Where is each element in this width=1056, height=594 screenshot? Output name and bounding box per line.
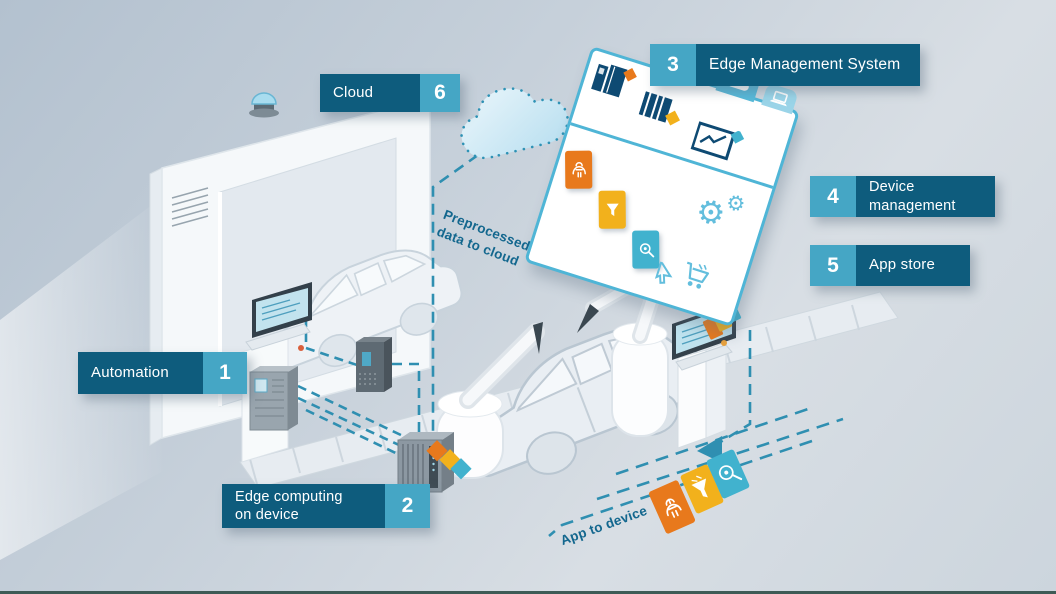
filter-app-icon (680, 464, 724, 514)
edge-device (397, 432, 472, 493)
cloud-shape (460, 87, 569, 160)
hmi-device-icon (586, 58, 640, 114)
callout-app-store: 5 App store (810, 245, 970, 286)
vision-app-icon (706, 449, 750, 499)
server-stack-icon (635, 87, 691, 140)
callout-edge-management-label: Edge Management System (696, 44, 920, 86)
analytics-chart-icon (687, 119, 750, 176)
beacon-icon (249, 92, 279, 118)
callout-app-store-label: App store (856, 245, 970, 286)
wall-vent-lines (171, 187, 209, 227)
line-hmi-to-edge (304, 318, 361, 368)
ai-brain-app-icon (648, 480, 696, 534)
flying-app-tiles (648, 449, 750, 534)
laptop-tab-icon (761, 82, 799, 115)
callout-edge-management-number: 3 (650, 44, 696, 86)
ai-brain-app-icon (565, 150, 593, 189)
callout-edge-computing-number: 2 (385, 484, 430, 528)
callout-cloud: Cloud 6 (320, 74, 460, 112)
callout-device-management-line2: management (869, 197, 956, 214)
callout-edge-computing-label: Edge computing on device (222, 484, 385, 528)
callout-device-management-number: 4 (810, 176, 856, 217)
callout-edge-computing-line2: on device (235, 507, 299, 523)
line-panel-to-kiosk (713, 330, 752, 448)
callout-app-store-text: App store (869, 256, 936, 274)
vision-app-icon (632, 230, 660, 269)
footer-bar (0, 591, 1056, 594)
edge-management-dashboard: ⚙ ⚙ (524, 46, 800, 328)
line-device-to-cloud (431, 153, 479, 440)
callout-cloud-number: 6 (420, 74, 460, 112)
cursor-icon (651, 259, 678, 293)
filter-app-icon (598, 190, 626, 229)
edge-app-tile-orange (426, 440, 448, 462)
callout-device-management-label: Device management (856, 176, 995, 217)
callout-automation-text: Automation (91, 363, 169, 381)
app-store-cart-icon (677, 260, 716, 300)
arrowhead-to-kiosk (697, 436, 722, 463)
callout-edge-management: 3 Edge Management System (650, 44, 920, 86)
plc-device (249, 366, 298, 431)
callout-edge-computing-line1: Edge computing (235, 488, 343, 505)
line-controller-to-edge (392, 362, 421, 438)
callout-device-management-line1: Device (869, 179, 915, 196)
callout-automation-label: Automation (78, 352, 203, 394)
callout-cloud-label: Cloud (320, 74, 420, 112)
callout-automation: Automation 1 (78, 352, 247, 394)
callout-edge-computing: Edge computing on device 2 (222, 484, 430, 528)
drive-controller (356, 337, 392, 392)
callout-cloud-text: Cloud (333, 83, 374, 101)
callout-app-store-number: 5 (810, 245, 856, 286)
callout-automation-number: 1 (203, 352, 247, 394)
callout-device-management: 4 Device management (810, 176, 995, 217)
gears-icon-small: ⚙ (723, 190, 748, 218)
callout-edge-management-text: Edge Management System (709, 56, 901, 74)
panel-device-band (570, 49, 797, 189)
edge-app-tile-teal (450, 458, 472, 480)
